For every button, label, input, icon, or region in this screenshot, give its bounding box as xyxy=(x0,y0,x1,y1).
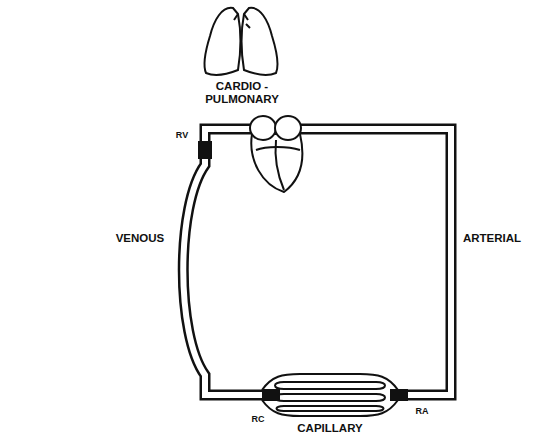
resistance-label: RC xyxy=(252,414,265,424)
section-label: ARTERIAL xyxy=(463,232,521,245)
organ-label: CARDIO - PULMONARY xyxy=(202,80,282,106)
resistor-symbol xyxy=(198,141,408,401)
vessel-loop xyxy=(183,129,451,395)
resistance-label: RA xyxy=(416,406,429,416)
section-label: VENOUS xyxy=(116,232,165,245)
capillary-bed xyxy=(262,372,398,416)
resistance-label: RV xyxy=(176,130,188,140)
heart xyxy=(250,116,302,192)
lungs xyxy=(205,8,278,75)
section-label: CAPILLARY xyxy=(297,422,362,435)
